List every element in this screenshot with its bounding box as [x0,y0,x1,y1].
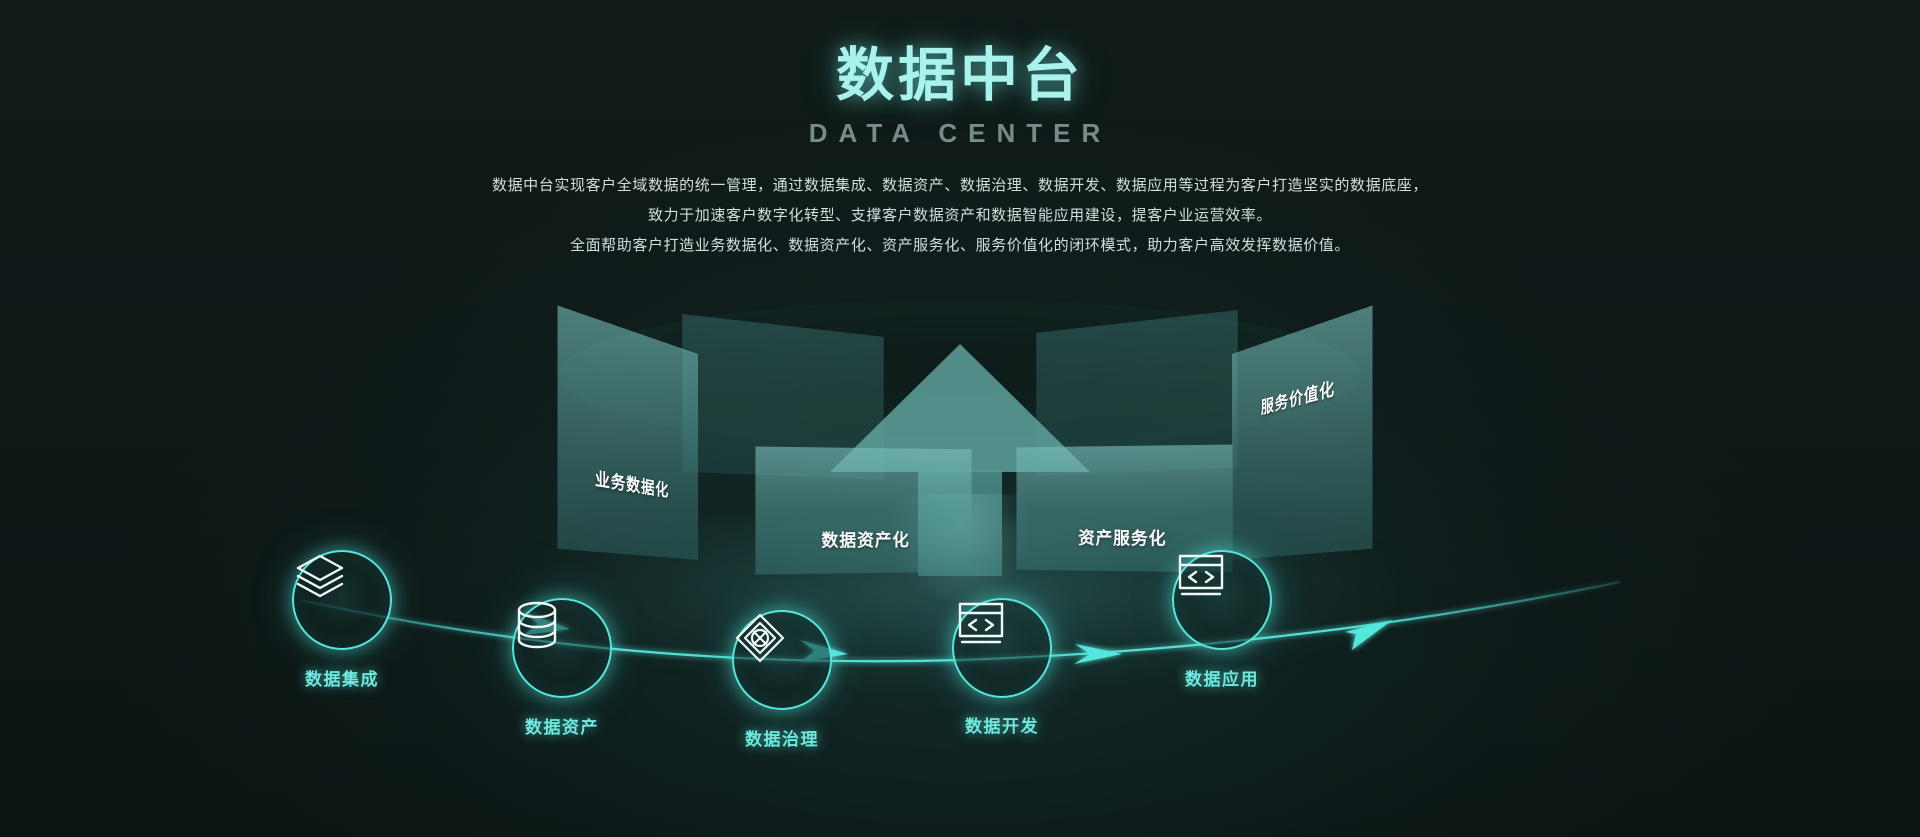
node-data-application[interactable] [1172,550,1272,650]
description-line-1: 数据中台实现客户全域数据的统一管理，通过数据集成、数据资产、数据治理、数据开发、… [491,177,1428,194]
node-label-data-application: 数据应用 [1185,670,1259,689]
node-label-data-assets: 数据资产 [525,718,599,737]
node-data-development[interactable] [952,598,1052,698]
node-data-assets[interactable] [512,598,612,698]
cycle-ring: 业务数据化 数据资产化 资产服务化 服务价值化 [557,300,1373,604]
node-data-integration[interactable] [292,550,392,650]
description-line-3: 全面帮助客户打造业务数据化、数据资产化、资产服务化、服务价值化的闭环模式，助力客… [569,237,1350,254]
node-data-governance[interactable] [732,610,832,710]
node-label-data-development: 数据开发 [965,717,1039,736]
node-label-data-integration: 数据集成 [305,670,379,689]
process-flow: 数据集成 数据资产 [0,520,1920,820]
page-title: 数据中台 [835,43,1084,108]
flow-arrow-3 [1074,644,1122,664]
header: 数据中台 DATA CENTER 数据中台实现客户全域数据的统一管理，通过数据集… [0,0,1920,261]
page-subtitle-en: DATA CENTER [808,118,1112,148]
flow-arrow-4 [1345,620,1392,650]
description-block: 数据中台实现客户全域数据的统一管理，通过数据集成、数据资产、数据治理、数据开发、… [0,171,1920,261]
description-line-2: 致力于加速客户数字化转型、支撑客户数据资产和数据智能应用建设，提客户业运营效率。 [647,207,1272,224]
node-label-data-governance: 数据治理 [745,730,819,749]
